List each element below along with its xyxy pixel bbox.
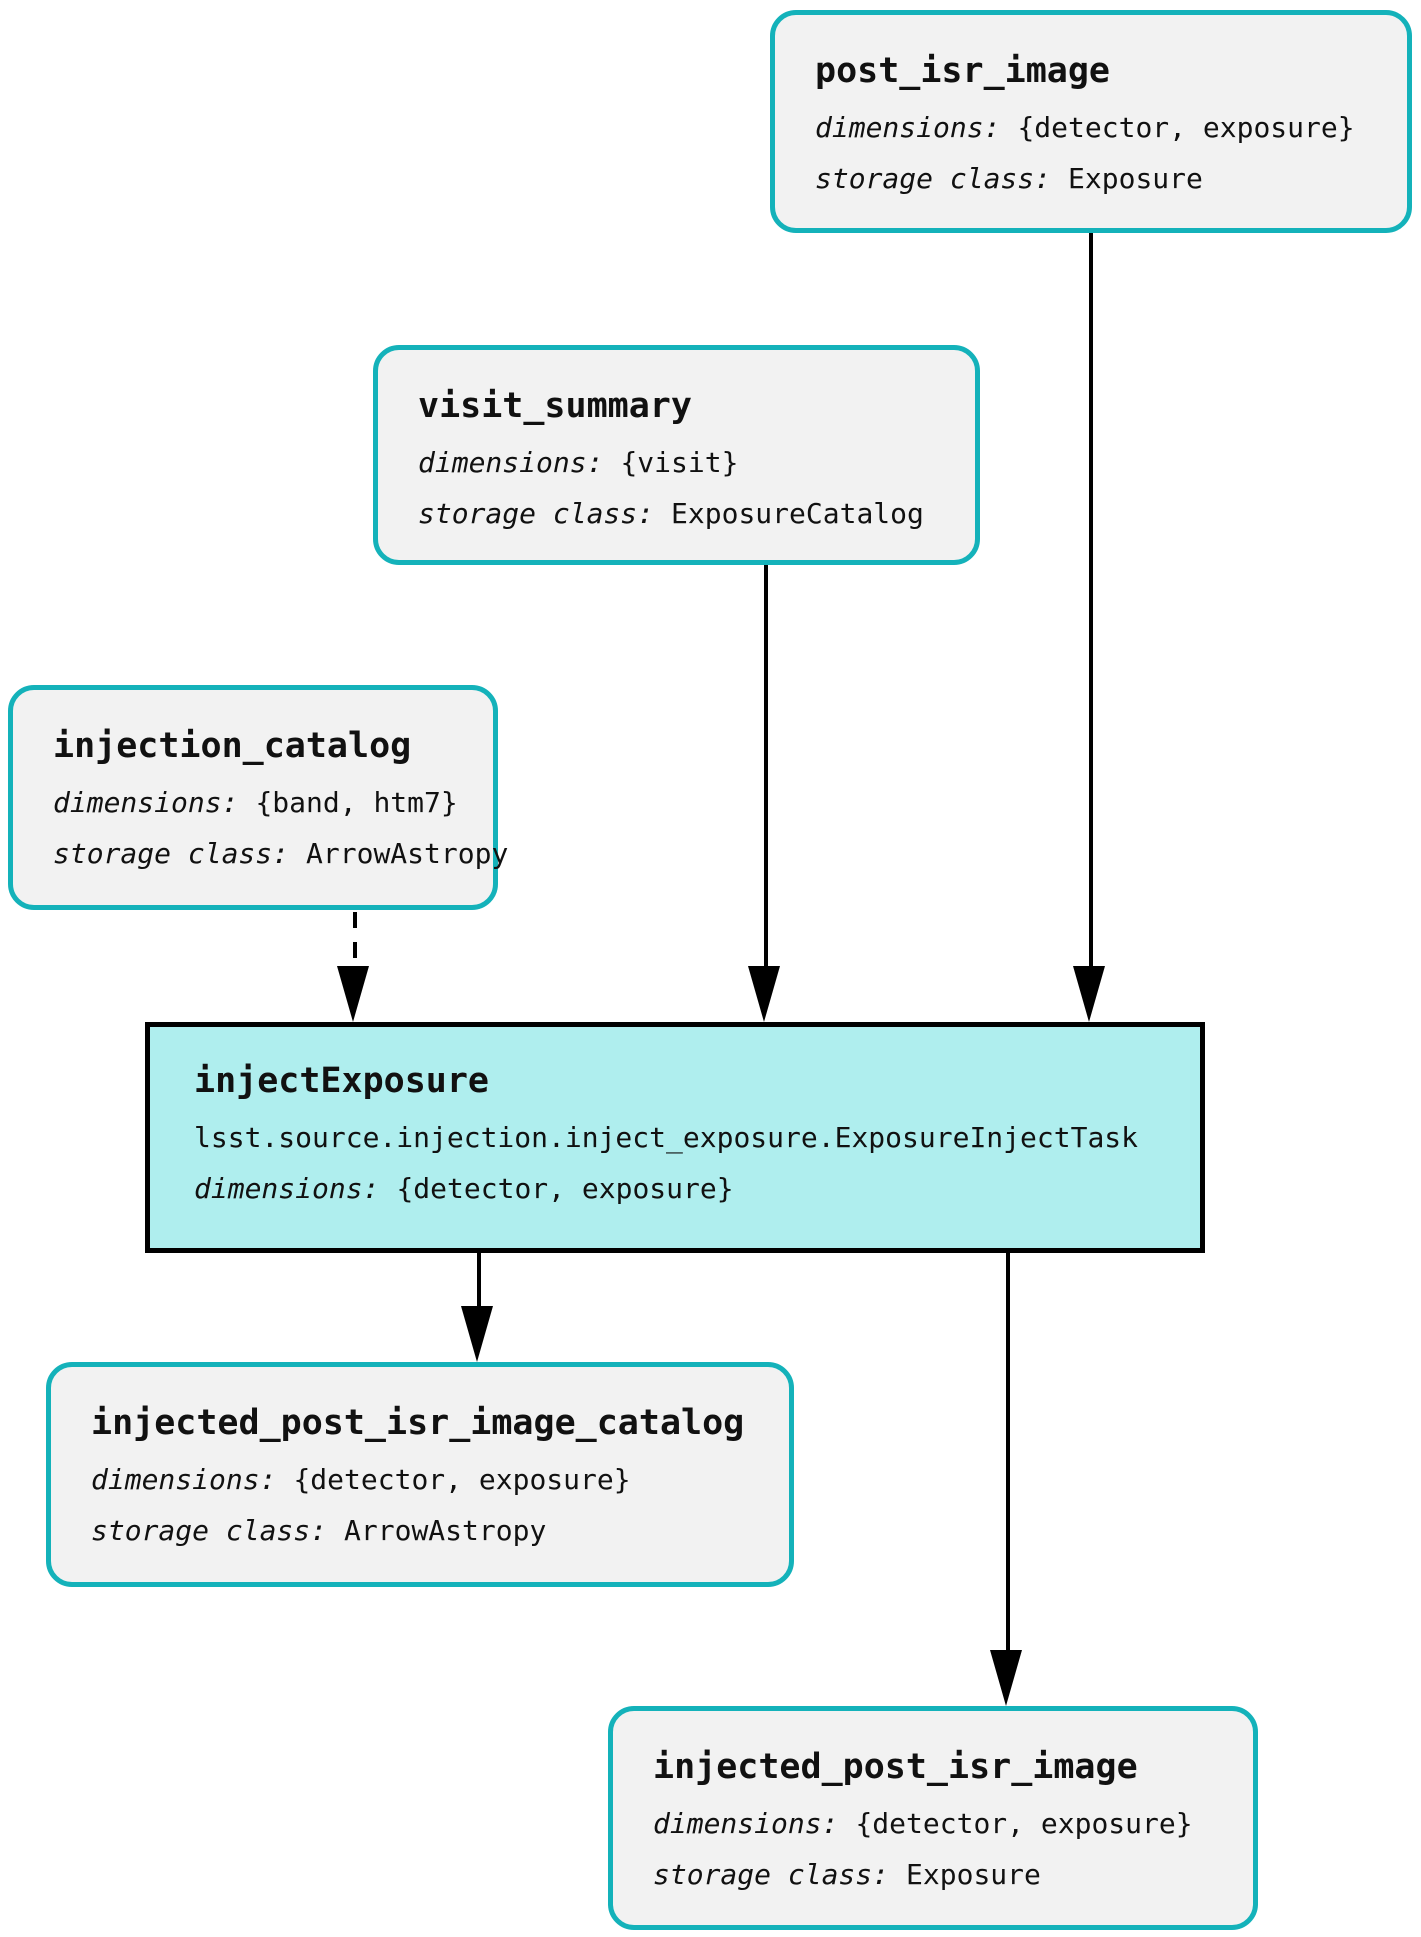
dimensions-value: {detector, exposure}: [855, 1807, 1193, 1841]
node-dimensions-line: dimensions: {detector, exposure}: [653, 1806, 1213, 1842]
storage-class-value: Exposure: [906, 1857, 1041, 1891]
node-dimensions-line: dimensions: {detector, exposure}: [815, 110, 1367, 146]
edge-injectExposure-to-injected-post-isr-image-arrowhead-icon: [990, 1650, 1022, 1706]
node-dimensions-line: dimensions: {band, htm7}: [53, 785, 458, 821]
node-injected-post-isr-image: injected_post_isr_image dimensions: {dete…: [608, 1706, 1258, 1930]
storage-class-label: storage class:: [53, 836, 290, 870]
node-title: injection_catalog: [53, 726, 412, 766]
storage-class-value: ExposureCatalog: [671, 496, 924, 530]
dimensions-label: dimensions:: [653, 1807, 839, 1841]
node-injectExposure-task: injectExposure lsst.source.injection.inj…: [145, 1022, 1205, 1253]
dimensions-value: {band, htm7}: [255, 786, 458, 820]
node-title: visit_summary: [418, 386, 692, 426]
storage-class-label: storage class:: [91, 1513, 328, 1547]
node-dimensions-line: dimensions: {detector, exposure}: [194, 1171, 1156, 1207]
storage-class-value: ArrowAstropy: [344, 1513, 547, 1547]
dimensions-label: dimensions:: [53, 786, 239, 820]
dimensions-label: dimensions:: [194, 1171, 380, 1205]
dimensions-label: dimensions:: [418, 446, 604, 480]
dimensions-value: {visit}: [620, 446, 739, 480]
node-injection-catalog: injection_catalog dimensions: {band, htm7…: [8, 685, 508, 910]
edge-injectExposure-to-injected-post-isr-image-line: [1006, 1253, 1010, 1651]
dimensions-value: {detector, exposure}: [1017, 111, 1355, 145]
node-post-isr-image: post_isr_image dimensions: {detector, exp…: [770, 10, 1412, 233]
edge-injectExposure-to-injected-post-isr-image-catalog-line: [477, 1253, 481, 1307]
edge-injection-catalog-to-injectExposure-dashed-line: [353, 912, 357, 968]
storage-class-label: storage class:: [815, 161, 1052, 195]
edge-injectExposure-to-injected-post-isr-image-catalog-arrowhead-icon: [461, 1306, 493, 1362]
storage-class-value: ArrowAstropy: [306, 836, 509, 870]
node-storage-line: storage class: ExposureCatalog: [418, 496, 935, 532]
node-storage-line: storage class: ArrowAstropy: [53, 836, 508, 872]
node-dimensions-line: dimensions: {visit}: [418, 445, 935, 481]
edge-post-isr-image-to-injectExposure-arrowhead-icon: [1073, 966, 1105, 1022]
node-dimensions-line: dimensions: {detector, exposure}: [91, 1462, 749, 1498]
edge-injection-catalog-to-injectExposure-arrowhead-icon: [337, 966, 369, 1022]
node-title: injected_post_isr_image_catalog: [91, 1403, 745, 1443]
node-storage-line: storage class: Exposure: [815, 161, 1367, 197]
node-title: injectExposure: [194, 1061, 490, 1101]
node-title: post_isr_image: [815, 51, 1111, 91]
edge-visit-summary-to-injectExposure-line: [764, 565, 768, 967]
storage-class-value: Exposure: [1068, 161, 1203, 195]
dimensions-value: {detector, exposure}: [293, 1463, 631, 1497]
node-injected-post-isr-image-catalog: injected_post_isr_image_catalog dimensio…: [46, 1362, 794, 1587]
edge-visit-summary-to-injectExposure-arrowhead-icon: [748, 966, 780, 1022]
task-class-path: lsst.source.injection.inject_exposure.Ex…: [194, 1121, 1139, 1155]
node-storage-line: storage class: Exposure: [653, 1857, 1213, 1893]
edge-post-isr-image-to-injectExposure-line: [1089, 233, 1093, 967]
node-storage-line: storage class: ArrowAstropy: [91, 1513, 749, 1549]
dimensions-value: {detector, exposure}: [396, 1171, 734, 1205]
dimensions-label: dimensions:: [815, 111, 1001, 145]
node-title: injected_post_isr_image: [653, 1747, 1138, 1787]
storage-class-label: storage class:: [418, 496, 655, 530]
dimensions-label: dimensions:: [91, 1463, 277, 1497]
node-visit-summary: visit_summary dimensions: {visit} storage…: [373, 345, 980, 565]
storage-class-label: storage class:: [653, 1857, 890, 1891]
